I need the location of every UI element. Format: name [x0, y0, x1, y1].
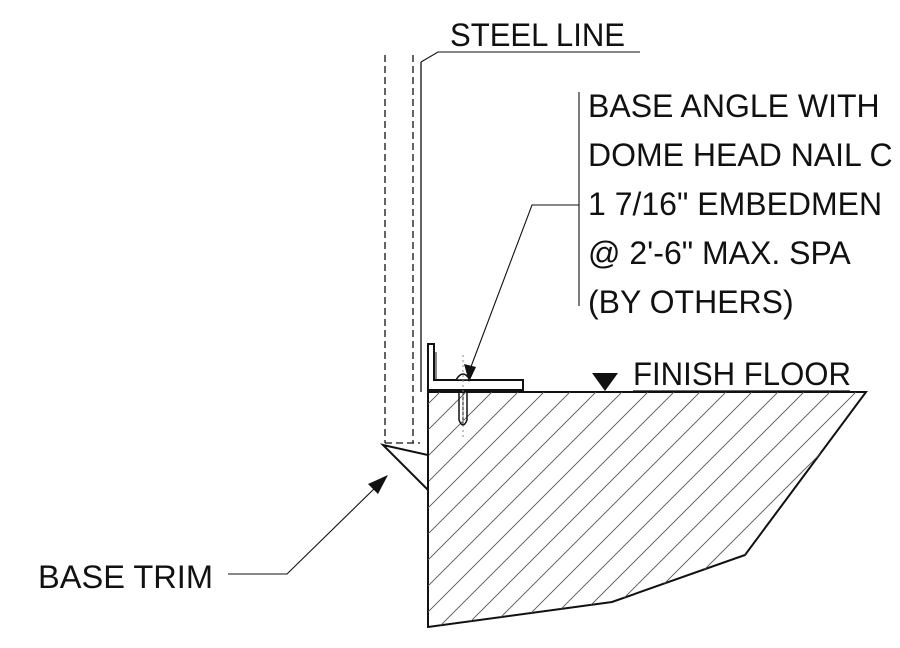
finish-floor-label: FINISH FLOOR	[633, 356, 851, 392]
hatch-line	[711, 392, 866, 627]
hatch-line	[477, 392, 739, 627]
wall-panel-outline	[384, 55, 420, 444]
hatch-line	[529, 392, 791, 627]
dome-head-nail	[454, 355, 472, 440]
hatch-line	[555, 392, 817, 627]
steel-line-label: STEEL LINE	[450, 17, 625, 53]
concrete-slab	[140, 380, 900, 640]
hatch-line	[428, 392, 479, 627]
hatch-line	[581, 392, 843, 627]
hatch-line	[428, 392, 531, 627]
hatch-line	[868, 380, 900, 640]
hatch-line	[659, 392, 866, 627]
base-angle-note: BASE ANGLE WITH DOME HEAD NAIL C 1 7/16"…	[588, 88, 893, 320]
hatch-line	[428, 392, 661, 627]
hatch-line	[428, 392, 635, 627]
hatch-line	[685, 392, 866, 627]
slab-hatching	[140, 380, 900, 640]
hatch-line	[451, 392, 713, 627]
hatch-line	[894, 380, 900, 640]
nail-leader	[464, 204, 579, 382]
hatch-line	[428, 392, 583, 627]
base-angle-note-line-5: (BY OTHERS)	[588, 284, 794, 320]
hatch-line	[503, 392, 765, 627]
base-trim	[228, 443, 429, 575]
hatch-line	[763, 392, 866, 627]
hatch-line	[737, 392, 866, 627]
hatch-line	[428, 392, 557, 627]
finish-floor-line	[592, 373, 850, 392]
base-angle-note-line-4: @ 2'-6" MAX. SPA	[588, 235, 851, 271]
base-trim-label: BASE TRIM	[38, 559, 213, 595]
hatch-line	[841, 392, 866, 627]
steel-line	[420, 51, 640, 392]
hatch-line	[428, 392, 609, 627]
base-angle-note-line-2: DOME HEAD NAIL C	[588, 137, 893, 173]
base-angle-note-line-3: 1 7/16" EMBEDMEN	[588, 186, 882, 222]
base-angle-note-line-1: BASE ANGLE WITH	[588, 88, 880, 124]
hatch-line	[428, 392, 687, 627]
hatch-line	[140, 380, 400, 640]
base-angle	[427, 343, 524, 391]
finish-floor-marker-icon	[592, 373, 618, 391]
hatch-line	[166, 380, 426, 640]
